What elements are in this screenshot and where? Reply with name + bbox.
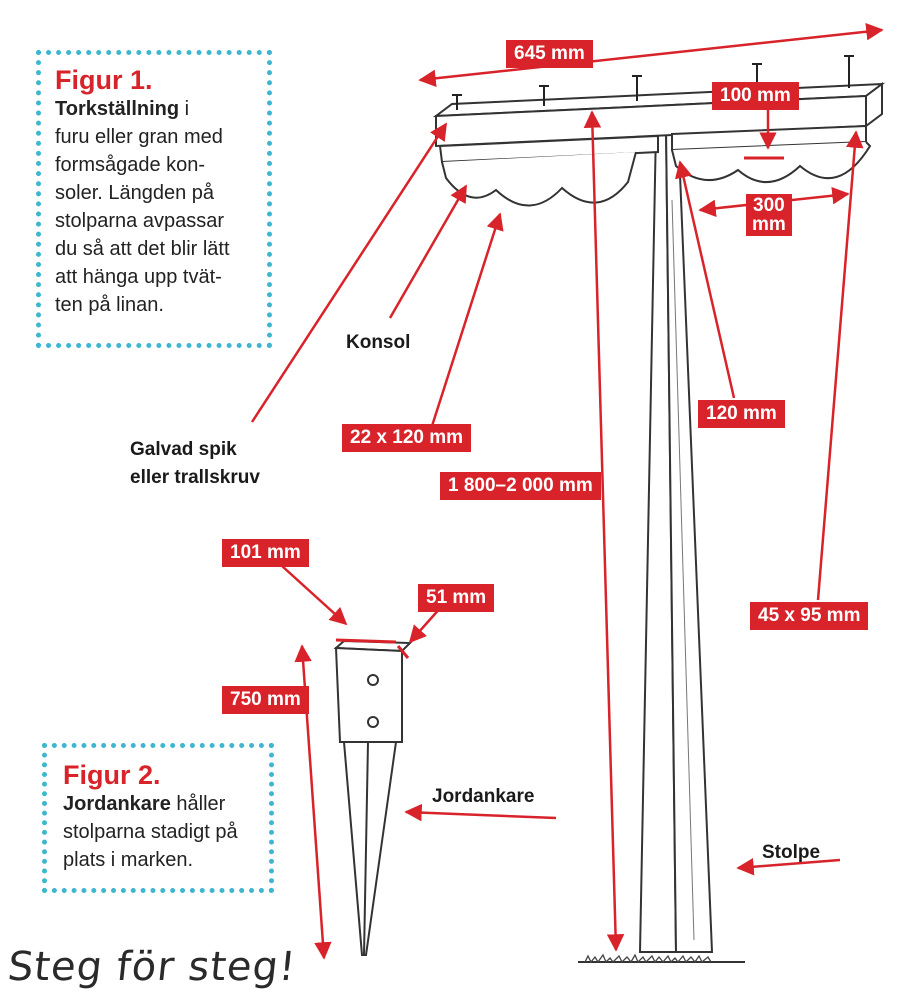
label-stolpe: Stolpe bbox=[762, 842, 821, 863]
footer-heading: Steg för steg! bbox=[5, 944, 299, 990]
figure1-bold: Torkställning bbox=[55, 98, 180, 120]
figure2-text: Jordankare håller stolparna stadigt på p… bbox=[63, 790, 253, 874]
figure1-line: att hänga upp tvät- bbox=[55, 266, 222, 288]
arrow-konsol-1 bbox=[388, 184, 468, 319]
label-konsol: Konsol bbox=[346, 332, 411, 353]
label-jordankare: Jordankare bbox=[432, 786, 535, 807]
tag-100: 100 mm bbox=[712, 82, 799, 110]
figure1-line: stolparna avpassar bbox=[55, 210, 224, 232]
tag-750: 750 mm bbox=[222, 686, 309, 714]
arrow-post-height bbox=[583, 110, 625, 952]
figure2-line: plats i marken. bbox=[63, 849, 194, 871]
tag-51: 51 mm bbox=[418, 584, 495, 612]
arrow-645 bbox=[418, 22, 884, 88]
tag-45x95: 45 x 95 mm bbox=[750, 602, 869, 630]
ground-anchor bbox=[333, 639, 413, 956]
tag-645: 645 mm bbox=[506, 40, 593, 68]
label-nails: Galvad spik eller trallskruv bbox=[130, 439, 260, 488]
arrow-51 bbox=[408, 605, 443, 644]
figure1-line: du så att det blir lätt bbox=[55, 238, 230, 260]
arrow-konsol-nails bbox=[250, 122, 448, 423]
figure2-bold: Jordankare bbox=[63, 793, 171, 815]
figure2-line: håller bbox=[170, 793, 226, 815]
figure1-box: Figur 1. Torkställning i furu eller gran… bbox=[36, 50, 272, 348]
arrow-stolpe bbox=[736, 858, 841, 876]
arrow-22x120 bbox=[430, 212, 504, 427]
figure2-box: Figur 2. Jordankare håller stolparna sta… bbox=[42, 743, 274, 893]
right-bracket bbox=[671, 124, 872, 184]
figure1-line: ten på linan. bbox=[55, 294, 164, 316]
arrow-120 bbox=[674, 160, 736, 399]
figure1-line: i bbox=[179, 98, 190, 120]
arrow-jordankare bbox=[404, 803, 557, 822]
arrow-45x95 bbox=[816, 130, 864, 601]
post bbox=[578, 124, 745, 964]
figure1-text: Torkställning i furu eller gran med form… bbox=[55, 95, 253, 319]
arrow-101 bbox=[281, 565, 348, 626]
tag-post-height: 1 800–2 000 mm bbox=[440, 472, 601, 500]
dimension-arrows bbox=[250, 22, 884, 960]
tag-101: 101 mm bbox=[222, 539, 309, 567]
figure2-title: Figur 2. bbox=[63, 760, 161, 790]
figure1-line: formsågade kon- bbox=[55, 154, 206, 176]
crossbar-end-face bbox=[865, 82, 883, 128]
left-bracket bbox=[438, 134, 659, 207]
mark-101 bbox=[335, 638, 397, 644]
figure2-line: stolparna stadigt på bbox=[63, 821, 238, 843]
figure1-title: Figur 1. bbox=[55, 65, 153, 95]
tag-120: 120 mm bbox=[698, 400, 785, 428]
tag-22x120: 22 x 120 mm bbox=[342, 424, 472, 452]
post-grain bbox=[671, 199, 695, 941]
mark-51 bbox=[396, 645, 410, 659]
figure1-line: soler. Längden på bbox=[55, 182, 215, 204]
tag-300: 300 mm bbox=[746, 194, 792, 236]
figure1-line: furu eller gran med bbox=[55, 126, 223, 148]
